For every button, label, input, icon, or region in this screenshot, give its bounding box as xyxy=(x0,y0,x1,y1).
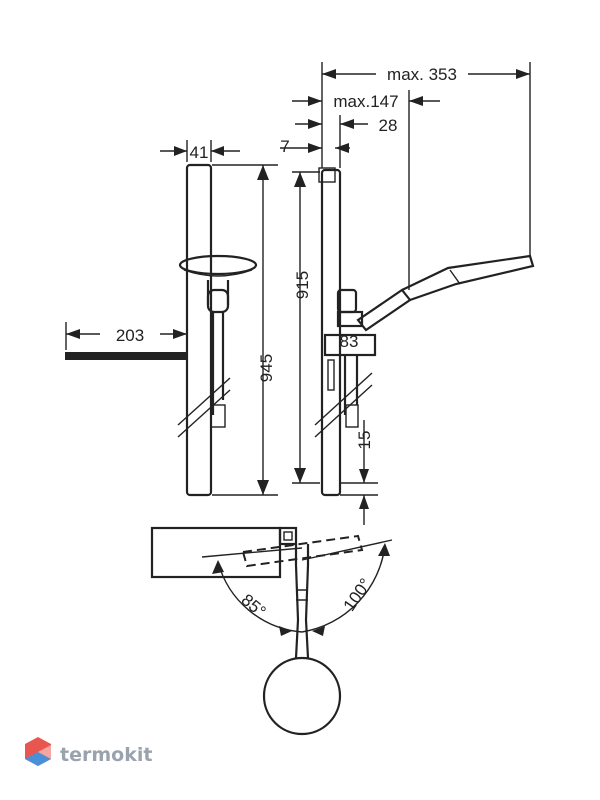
dim-915: 915 xyxy=(293,271,312,299)
dim-15: 15 xyxy=(355,431,374,450)
dim-203: 203 xyxy=(116,326,144,345)
dim-max-147: max.147 xyxy=(333,92,398,111)
angle-85: 85° xyxy=(238,590,270,621)
brand-logo: termokit xyxy=(25,737,152,766)
shelf-top xyxy=(150,526,282,579)
dim-28: 28 xyxy=(379,116,398,135)
dim-max-353: max. 353 xyxy=(387,65,457,84)
front-view: 945 41 203 xyxy=(65,140,278,497)
dim-83: 83 xyxy=(340,332,359,351)
angle-100: 100° xyxy=(340,575,376,615)
shower-head-top xyxy=(262,656,342,736)
hand-shower-side xyxy=(356,288,412,332)
brand-name: termokit xyxy=(60,744,152,766)
side-view: 83 max. 353 max.147 28 7 915 xyxy=(280,62,535,525)
shower-rail-side xyxy=(320,168,342,497)
dim-945: 945 xyxy=(257,354,276,382)
shelf-front xyxy=(65,352,187,360)
dim-41: 41 xyxy=(190,143,209,162)
dim-7: 7 xyxy=(280,137,289,156)
shower-rail-front xyxy=(185,163,213,497)
shower-head-front xyxy=(178,254,258,276)
top-view: 85° 100° xyxy=(150,526,393,736)
